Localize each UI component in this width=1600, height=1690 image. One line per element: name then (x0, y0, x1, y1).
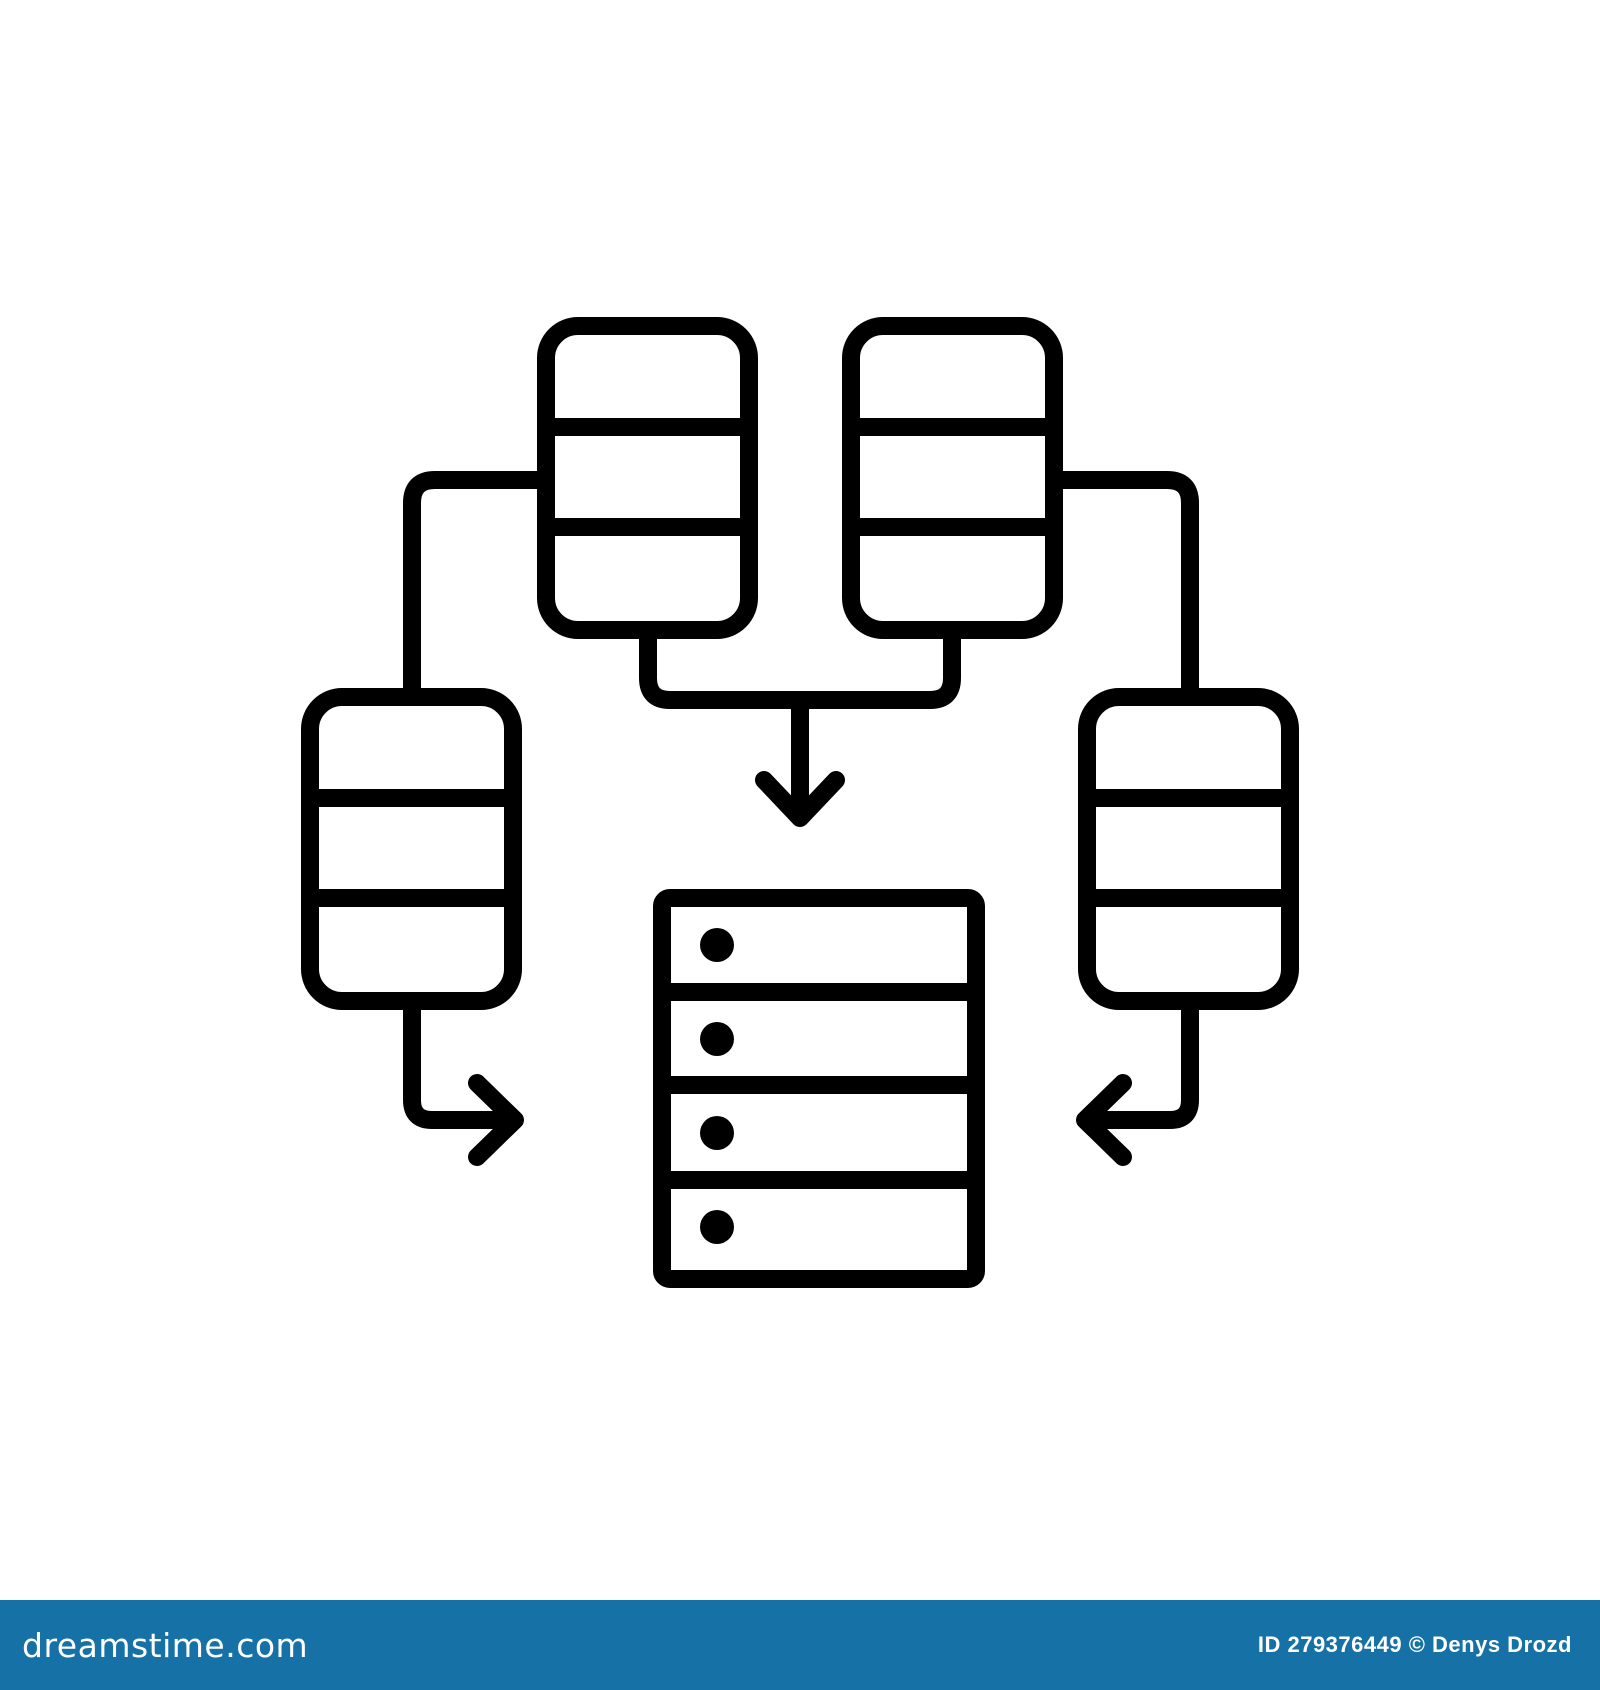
connector-top-merge (639, 630, 961, 709)
database-top-left-icon (537, 317, 758, 639)
server-led (700, 928, 734, 962)
database-right-icon (1078, 688, 1299, 1010)
footer-bar: dreamstime.com ID 279376449 © Denys Droz… (0, 1600, 1600, 1690)
database-sync-illustration (301, 317, 1299, 1288)
connector-top-left-to-left (403, 471, 555, 697)
server-led (700, 1116, 734, 1150)
image-credit: ID 279376449 © Denys Drozd (1257, 1632, 1572, 1657)
connector-top-right-to-right (1045, 471, 1199, 697)
database-stacks (301, 317, 1299, 1010)
arrow-left-icon (1076, 1074, 1132, 1166)
database-left-icon (301, 688, 522, 1010)
connector-right-to-server (1078, 996, 1199, 1129)
server-led (700, 1022, 734, 1056)
database-top-right-icon (842, 317, 1063, 639)
arrow-down-icon (755, 771, 845, 827)
dreamstime-logo[interactable]: dreamstime.com (22, 1625, 309, 1665)
connector-lines (403, 471, 1199, 1129)
arrowheads (468, 771, 1132, 1166)
arrow-right-icon (468, 1074, 524, 1166)
server-led (700, 1210, 734, 1244)
connector-left-to-server (403, 996, 522, 1129)
server-rack-icon (653, 889, 985, 1288)
